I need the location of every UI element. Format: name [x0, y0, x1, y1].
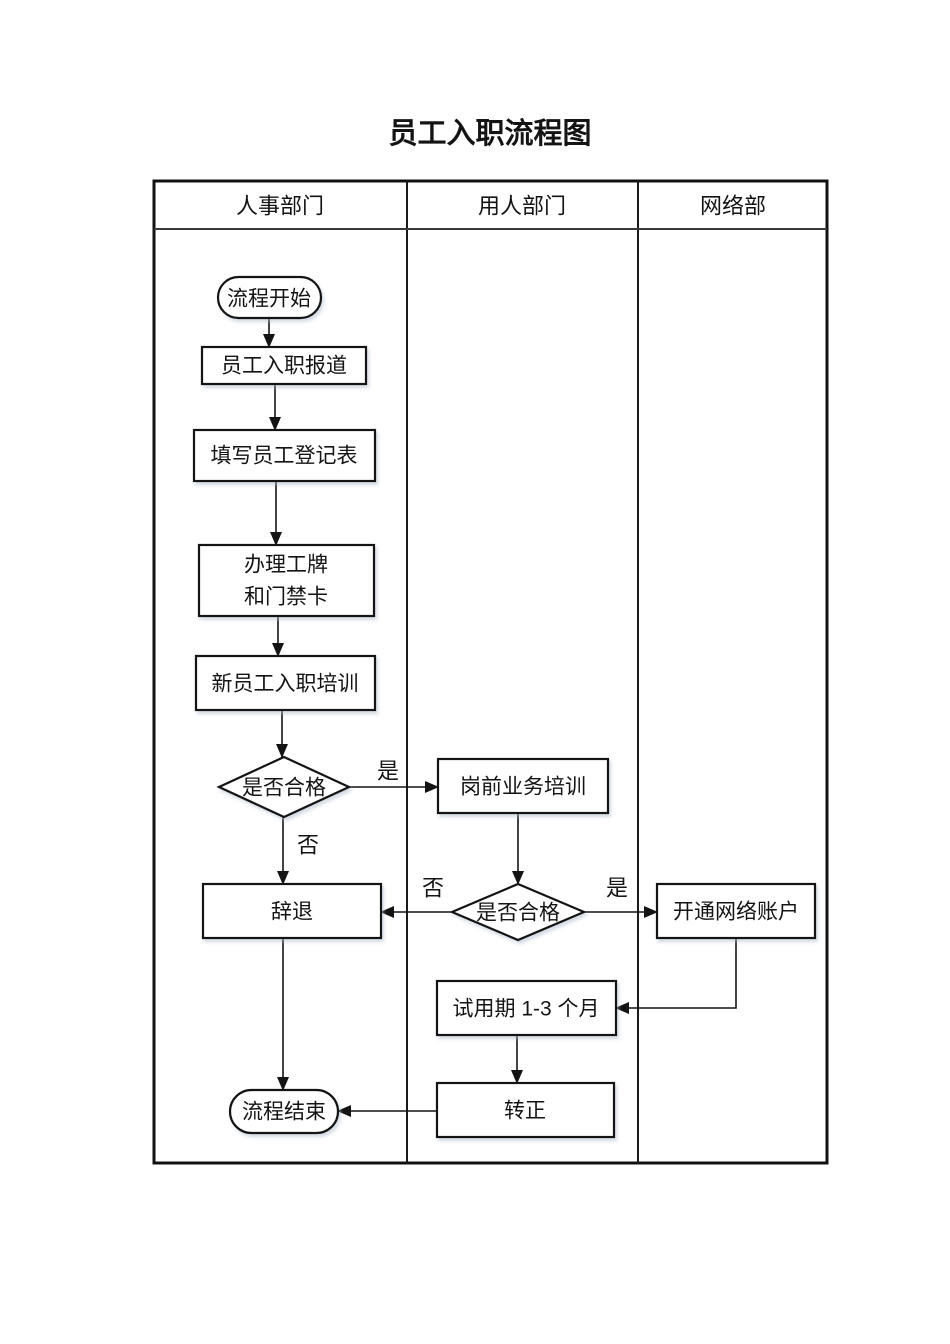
probation-shape [435, 979, 618, 1037]
registration-form-shape [192, 428, 377, 483]
regularization-label: 转正 [504, 1100, 546, 1123]
pre-job-training-box: 岗前业务培训 [436, 757, 610, 815]
page-title: 员工入职流程图 [388, 117, 591, 150]
qualified-decision-2-shape [449, 882, 587, 942]
pre-job-training-label: 岗前业务培训 [460, 776, 586, 799]
connectors [263, 318, 737, 1117]
dismissal-box: 辞退 [201, 882, 383, 940]
end-terminator-label: 流程结束 [242, 1101, 326, 1124]
edge-labels: 是 否 否 是 [297, 759, 628, 901]
badge-card-label-line2: 和门禁卡 [244, 586, 328, 609]
qualified-decision-1-label: 是否合格 [242, 777, 326, 800]
orientation-training-shape [194, 654, 377, 712]
qualified-decision-1-shape [216, 755, 352, 819]
onboarding-report-shape [200, 345, 368, 386]
end-terminator: 流程结束 [228, 1088, 340, 1135]
dismissal-label: 辞退 [271, 901, 313, 924]
registration-form-label: 填写员工登记表 [211, 445, 358, 468]
badge-card-label-line1: 办理工牌 [244, 554, 328, 577]
lane-header-employing-dept: 用人部门 [478, 194, 566, 219]
edge-label-decision2-no: 否 [422, 876, 444, 901]
network-account-shape [655, 882, 817, 940]
edge-label-decision2-yes: 是 [606, 876, 628, 901]
start-terminator: 流程开始 [216, 275, 323, 320]
badge-card-shape [197, 543, 376, 618]
qualified-decision-2-label: 是否合格 [476, 902, 560, 925]
start-terminator-shape [216, 275, 323, 320]
swimlane-table: 人事部门 用人部门 网络部 [152, 179, 829, 1165]
end-terminator-shape [228, 1088, 340, 1135]
regularization-box: 转正 [435, 1081, 616, 1139]
pre-job-training-shape [436, 757, 610, 815]
orientation-training-box: 新员工入职培训 [194, 654, 377, 712]
probation-box: 试用期 1-3 个月 [435, 979, 618, 1037]
orientation-training-label: 新员工入职培训 [212, 673, 359, 696]
qualified-decision-1: 是否合格 [216, 755, 352, 819]
edge-label-decision1-no: 否 [297, 833, 319, 858]
network-account-box: 开通网络账户 [655, 882, 817, 940]
probation-label: 试用期 1-3 个月 [452, 998, 599, 1021]
table-outer-border [152, 179, 829, 1165]
arrow-account-to-probation [615, 938, 737, 1014]
onboarding-report-box: 员工入职报道 [200, 345, 368, 386]
onboarding-report-label: 员工入职报道 [221, 355, 347, 378]
registration-form-box: 填写员工登记表 [192, 428, 377, 483]
dismissal-shape [201, 882, 383, 940]
lane-header-network-dept: 网络部 [700, 194, 766, 219]
network-account-label: 开通网络账户 [673, 901, 799, 924]
qualified-decision-2: 是否合格 [449, 882, 587, 942]
lane-header-hr: 人事部门 [236, 194, 324, 219]
regularization-shape [435, 1081, 616, 1139]
start-terminator-label: 流程开始 [227, 288, 311, 311]
edge-label-decision1-yes: 是 [377, 759, 399, 784]
badge-card-box: 办理工牌 和门禁卡 [197, 543, 376, 618]
